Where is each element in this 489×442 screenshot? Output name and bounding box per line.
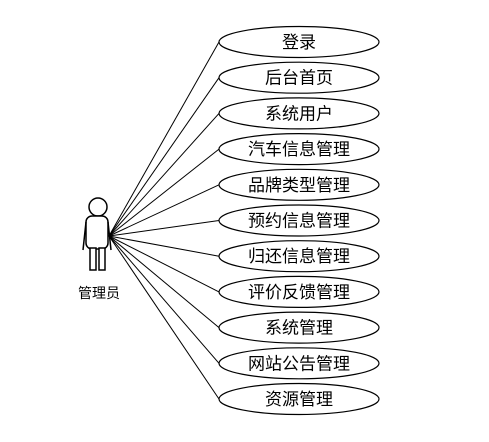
actor-head bbox=[88, 197, 108, 217]
use-case-label: 系统用户 bbox=[265, 104, 333, 124]
use-case-label: 汽车信息管理 bbox=[248, 140, 350, 160]
association-line bbox=[108, 235, 220, 328]
actor-label: 管理员 bbox=[78, 286, 120, 302]
use-case-ellipse bbox=[218, 25, 380, 59]
actor-left-arm bbox=[82, 221, 87, 251]
association-line bbox=[108, 235, 220, 293]
use-case-label: 资源管理 bbox=[265, 390, 333, 410]
use-case-ellipse bbox=[218, 240, 380, 273]
association-line bbox=[108, 41, 220, 237]
association-line bbox=[108, 235, 220, 257]
use-case-ellipse bbox=[218, 97, 380, 130]
actor-body bbox=[85, 215, 109, 250]
association-line bbox=[108, 113, 220, 237]
use-case-ellipse bbox=[218, 382, 380, 416]
actor-right-arm bbox=[107, 221, 112, 251]
use-case-ellipse bbox=[218, 275, 380, 308]
use-case-label: 归还信息管理 bbox=[248, 247, 350, 267]
use-case-group: 登录后台首页系统用户汽车信息管理品牌类型管理预约信息管理归还信息管理评价反馈管理… bbox=[218, 25, 380, 416]
use-case-ellipse bbox=[218, 204, 380, 237]
actor-left-leg bbox=[89, 247, 97, 271]
use-case-ellipse bbox=[218, 133, 380, 166]
use-case-ellipse bbox=[218, 347, 380, 380]
association-line bbox=[108, 235, 220, 400]
use-case-label: 品牌类型管理 bbox=[248, 176, 350, 196]
use-case-label: 网站公告管理 bbox=[248, 354, 350, 374]
association-line bbox=[108, 77, 220, 237]
use-case-label: 系统管理 bbox=[265, 319, 333, 339]
use-case-ellipse bbox=[218, 311, 380, 344]
actor-figure bbox=[82, 197, 112, 271]
association-line bbox=[108, 220, 220, 237]
actor-right-leg bbox=[98, 247, 106, 271]
use-case-ellipse bbox=[218, 61, 380, 94]
use-case-label: 登录 bbox=[282, 33, 316, 53]
association-line bbox=[108, 235, 220, 364]
use-case-label: 预约信息管理 bbox=[248, 212, 350, 232]
use-case-label: 后台首页 bbox=[265, 69, 333, 89]
association-line bbox=[108, 148, 220, 237]
use-case-label: 评价反馈管理 bbox=[248, 283, 350, 303]
association-line bbox=[108, 184, 220, 237]
use-case-ellipse bbox=[218, 168, 380, 201]
association-lines bbox=[108, 41, 220, 400]
